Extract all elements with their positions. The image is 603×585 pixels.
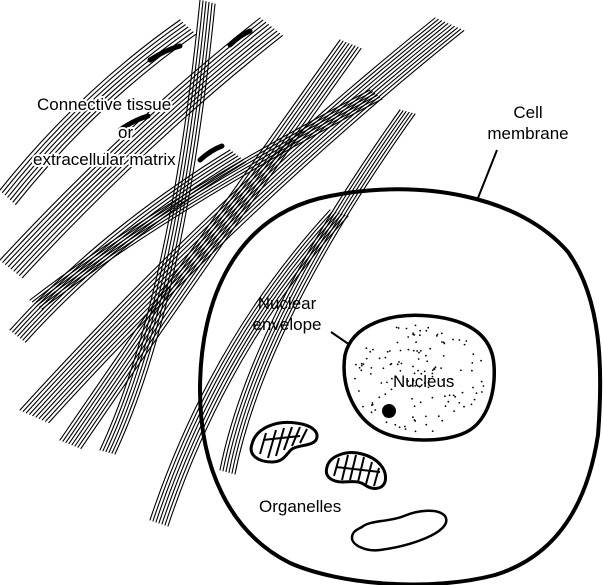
mitochondrion-2: [326, 453, 385, 489]
nuclear-envelope-label-2: envelope: [252, 315, 321, 334]
connective-tissue-or-label: or: [118, 123, 133, 142]
nuclear-envelope-label: Nuclear: [258, 294, 317, 313]
nuclear-envelope-leader-line: [331, 332, 350, 345]
nucleolus: [382, 404, 396, 418]
organelle-vacuole: [352, 511, 446, 551]
connective-tissue-label: Connective tissue: [37, 95, 171, 114]
mitochondrion-1: [251, 422, 317, 462]
cell-membrane-label-2: membrane: [487, 124, 568, 143]
nucleus-label: Nucleus: [393, 372, 454, 391]
extracellular-matrix-label: extracellular matrix: [33, 150, 176, 169]
cell-membrane-label: Cell: [513, 103, 542, 122]
organelles-label: Organelles: [259, 497, 341, 516]
cell-membrane-leader-line: [478, 150, 497, 198]
